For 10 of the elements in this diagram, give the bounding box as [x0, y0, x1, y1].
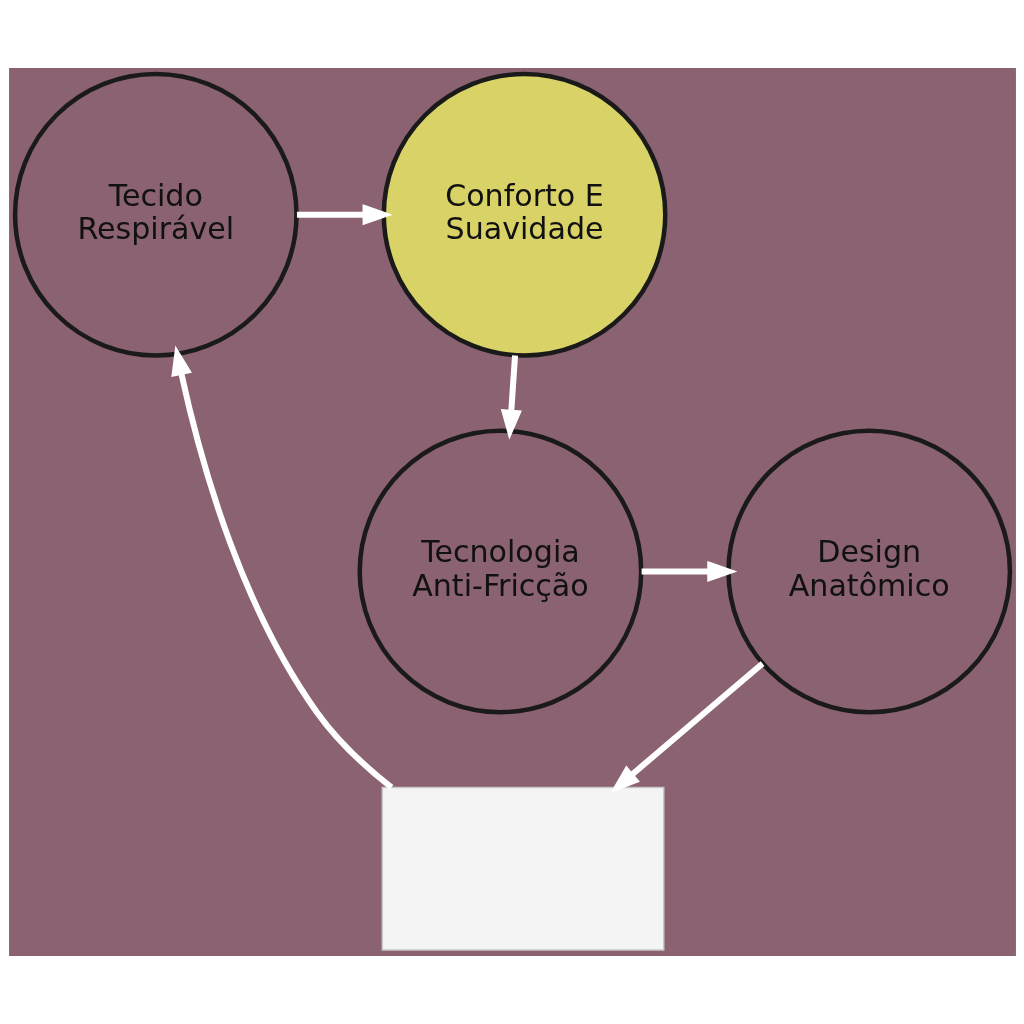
node-box: [381, 786, 664, 951]
arrow: [641, 560, 737, 582]
arrow: [500, 355, 522, 440]
arrow: [170, 345, 393, 790]
node-circle: Design Anatômico: [725, 428, 1012, 715]
arrow: [609, 661, 764, 794]
node-circle: Conforto E Suavidade: [381, 71, 668, 358]
node-circle: Tecido Respirável: [12, 71, 299, 358]
arrow: [296, 204, 393, 226]
node-circle: Tecnologia Anti-Fricção: [356, 428, 643, 715]
